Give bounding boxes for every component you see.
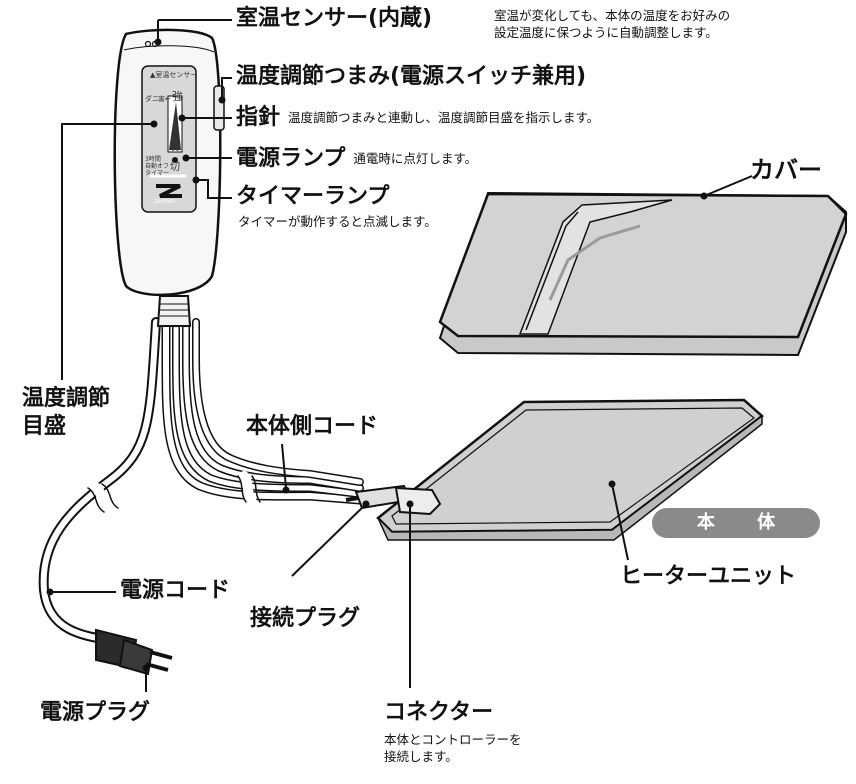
- controller-illustration: [113, 28, 225, 327]
- pointer-desc: 温度調節つまみと連動し、温度調節目盛を指示します。: [288, 110, 600, 125]
- label-cover: カバー: [750, 156, 822, 184]
- label-power-cord: 電源コード: [120, 578, 231, 603]
- controller-weak-label: 弱: [170, 142, 180, 153]
- controller-timer-text-3: タイマー: [145, 170, 170, 177]
- power-plug-illustration: [95, 628, 173, 676]
- label-room-sensor: 室温センサー(内蔵): [236, 6, 433, 31]
- room-sensor-desc-2: 設定温度に保つように自動調整します。: [494, 25, 718, 40]
- controller-timer-text-2: 自動オフ: [145, 163, 170, 170]
- label-connect-plug: 接続プラグ: [250, 606, 361, 631]
- cords-illustration: [38, 317, 365, 645]
- controller-brand: zenken: [154, 198, 176, 205]
- room-sensor-desc-1: 室温が変化しても、本体の温度をお好みの: [494, 8, 731, 23]
- label-timer-lamp: タイマーランプ: [236, 184, 390, 209]
- label-temp-scale-1: 温度調節: [22, 386, 111, 411]
- controller-off-label: 切: [170, 162, 180, 173]
- label-connector: コネクター: [384, 700, 494, 725]
- label-power-lamp: 電源ランプ通電時に点灯します。: [236, 146, 477, 172]
- controller-sensor-mark: ▲室温センサー: [150, 71, 198, 79]
- cover-illustration: [438, 191, 848, 357]
- controller-timer-text-1: 3時間: [145, 156, 161, 163]
- connector-desc-2: 接続します。: [384, 749, 458, 764]
- label-body-cord: 本体側コード: [246, 414, 379, 439]
- label-pointer: 指針温度調節つまみと連動し、温度調節目盛を指示します。: [236, 105, 599, 131]
- connector-desc-1: 本体とコントローラーを: [384, 732, 522, 747]
- leader-lines: [46, 19, 753, 692]
- controller-scale-mark2: 害←: [158, 95, 171, 103]
- main-unit-badge: 本 体: [652, 508, 820, 538]
- label-power-plug: 電源プラグ: [40, 700, 151, 725]
- power-lamp-title: 電源ランプ: [236, 146, 346, 171]
- label-temp-knob: 温度調節つまみ(電源スイッチ兼用): [236, 64, 587, 89]
- connect-plug-illustration: [345, 484, 442, 516]
- label-temp-scale-2: 目盛: [22, 414, 67, 439]
- controller-scale-mark: ダニ: [145, 95, 159, 103]
- power-lamp-desc: 通電時に点灯します。: [353, 151, 478, 166]
- heater-body-illustration: [376, 398, 764, 541]
- controller-strong-label: 強: [172, 90, 183, 103]
- timer-lamp-desc: タイマーが動作すると点滅します。: [238, 214, 437, 229]
- pointer-title: 指針: [236, 105, 281, 130]
- label-heater-unit: ヒーターユニット: [620, 564, 797, 589]
